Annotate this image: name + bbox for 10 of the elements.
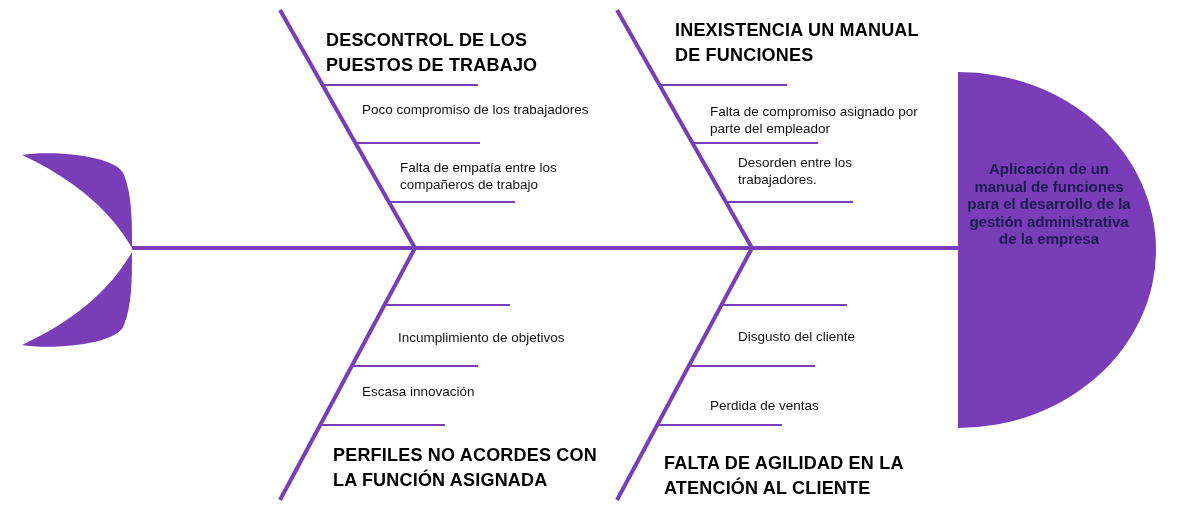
fish-tail — [20, 150, 132, 350]
cause-text: Desorden entre los trabajadores. — [738, 154, 854, 188]
cause-text: Falta de empatía entre los compañeros de trabajo — [400, 159, 558, 193]
cause-text: Poco compromiso de los trabajadores — [362, 101, 590, 118]
fish-head — [958, 72, 1156, 428]
cause-text: Falta de compromiso asignado por parte del empleador — [710, 103, 919, 137]
cause-text: Disgusto del cliente — [738, 328, 857, 345]
cause-text: Incumplimiento de objetivos — [398, 329, 566, 346]
spine-line — [132, 246, 958, 250]
problem-text: Aplicación de un manual de funciones para el desarrollo de la gestión administrativa de la empresa — [966, 160, 1132, 248]
